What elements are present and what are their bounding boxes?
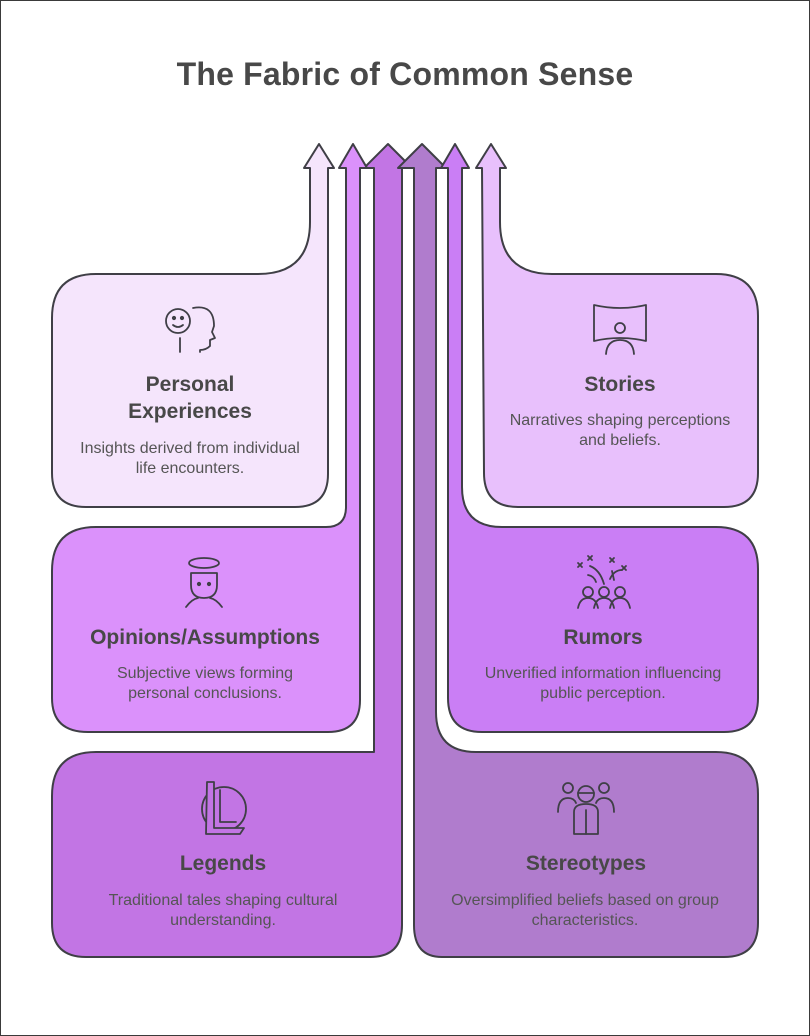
rumors-desc: Unverified information influencing publi…: [484, 665, 722, 702]
stories-title: Stories: [584, 373, 656, 396]
legends-shape: [51, 143, 413, 958]
opinions-desc: Subjective views forming personal conclu…: [116, 665, 294, 702]
legends-title: Legends: [179, 852, 267, 875]
stories-shape: [475, 143, 759, 508]
rumors-shape: [440, 143, 759, 733]
person-with-halo-icon: [185, 557, 223, 608]
personal-shape: [51, 143, 335, 508]
legends-desc: Traditional tales shaping cultural under…: [108, 892, 338, 929]
stereotypes-desc: Oversimplified beliefs based on group ch…: [451, 892, 719, 929]
personal-desc: Insights derived from individual life en…: [80, 440, 300, 477]
stereotypes-title: Stereotypes: [525, 852, 647, 875]
opinions-shape: [51, 143, 368, 733]
panorama-person-icon: [593, 304, 647, 355]
stereotypes-shape: [397, 143, 759, 958]
stories-desc: Narratives shaping perceptions and belie…: [509, 412, 731, 449]
opinions-title: Opinions/Assumptions: [90, 626, 320, 649]
diagram-title: The Fabric of Common Sense: [176, 56, 634, 92]
crowd-sparkles-icon: [577, 555, 631, 609]
personal-title: Personal Experiences: [128, 373, 252, 423]
rumors-title: Rumors: [563, 626, 643, 649]
legends-emblem-icon: [201, 781, 247, 835]
group-people-icon: [557, 782, 615, 835]
thinking-head-icon: [165, 306, 216, 353]
